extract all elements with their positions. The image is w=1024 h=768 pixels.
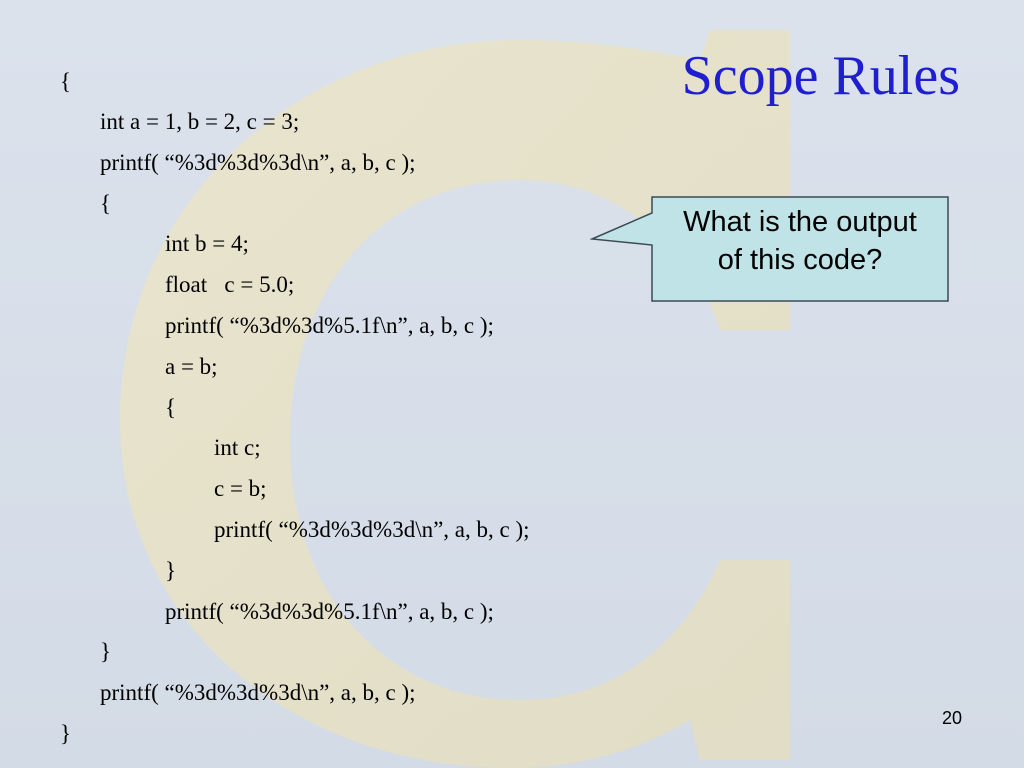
callout-text: What is the output of this code? xyxy=(652,203,948,279)
code-line-5: int b = 4; xyxy=(165,231,249,256)
code-line-16: printf( “%3d%3d%3d\n”, a, b, c ); xyxy=(100,680,416,705)
code-line-13: } xyxy=(165,558,177,583)
callout-bubble: What is the output of this code? xyxy=(590,195,950,303)
code-line-8: a = b; xyxy=(165,354,218,379)
code-line-14: printf( “%3d%3d%5.1f\n”, a, b, c ); xyxy=(165,599,494,624)
code-line-9: { xyxy=(165,395,177,420)
code-line-4: { xyxy=(100,191,112,216)
code-line-11: c = b; xyxy=(214,476,267,501)
callout-text-line-1: What is the output xyxy=(683,206,917,238)
code-line-15: } xyxy=(100,639,112,664)
code-line-12: printf( “%3d%3d%3d\n”, a, b, c ); xyxy=(214,517,530,542)
code-line-1: { xyxy=(60,69,72,94)
code-line-7: printf( “%3d%3d%5.1f\n”, a, b, c ); xyxy=(165,313,494,338)
callout-shape xyxy=(590,196,949,302)
slide-title: Scope Rules xyxy=(681,45,960,107)
callout-text-line-2: of this code? xyxy=(717,244,883,276)
code-line-3: printf( “%3d%3d%3d\n”, a, b, c ); xyxy=(100,150,416,175)
page-number: 20 xyxy=(941,708,962,728)
code-line-6: float c = 5.0; xyxy=(165,272,295,297)
code-line-17: } xyxy=(60,721,72,746)
code-line-2: int a = 1, b = 2, c = 3; xyxy=(100,109,300,134)
code-line-10: int c; xyxy=(214,435,261,460)
